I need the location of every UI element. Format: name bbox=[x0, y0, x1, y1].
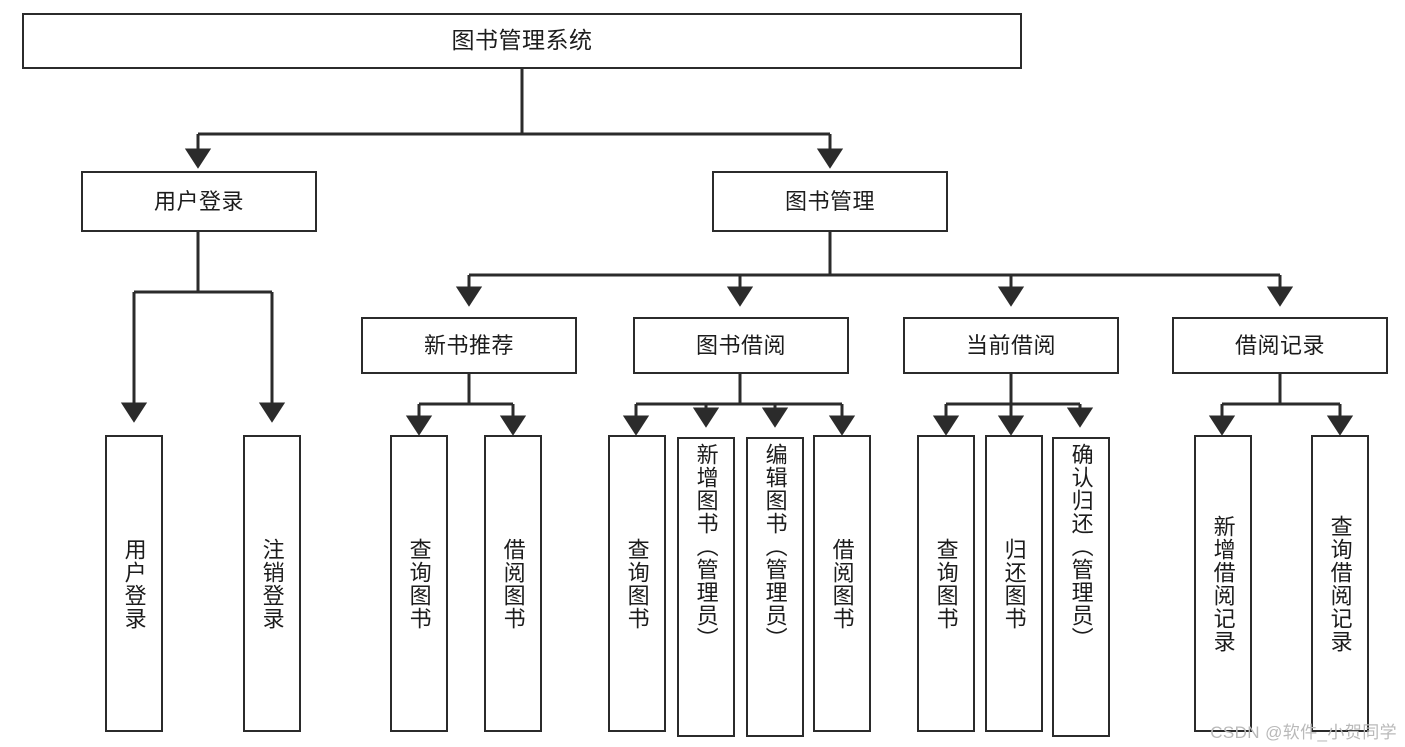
node-borrow-record-label: 借阅记录 bbox=[1234, 332, 1325, 358]
leaf-borrow-query-book-label: 查询图书 bbox=[624, 537, 650, 630]
leaf-user-login-label: 用户登录 bbox=[121, 537, 147, 630]
leaf-recommend-query-book[interactable]: 查询图书 bbox=[390, 435, 448, 732]
leaf-borrow-edit-book-admin-label: 编辑图书（管理员） bbox=[762, 443, 788, 650]
leaf-record-query-label: 查询借阅记录 bbox=[1327, 514, 1353, 653]
node-user-login-label: 用户登录 bbox=[153, 188, 244, 214]
leaf-logout-label: 注销登录 bbox=[259, 537, 285, 630]
node-user-login[interactable]: 用户登录 bbox=[81, 171, 317, 232]
leaf-borrow-edit-book-admin[interactable]: 编辑图书（管理员） bbox=[746, 437, 804, 737]
node-book-borrow[interactable]: 图书借阅 bbox=[633, 317, 849, 374]
node-current-borrow[interactable]: 当前借阅 bbox=[903, 317, 1119, 374]
leaf-current-query-book[interactable]: 查询图书 bbox=[917, 435, 975, 732]
leaf-recommend-borrow-book-label: 借阅图书 bbox=[500, 537, 526, 630]
leaf-borrow-borrow-book[interactable]: 借阅图书 bbox=[813, 435, 871, 732]
leaf-current-confirm-return-admin-label: 确认归还（管理员） bbox=[1068, 443, 1094, 650]
node-new-book-recommend-label: 新书推荐 bbox=[423, 332, 514, 358]
leaf-recommend-query-book-label: 查询图书 bbox=[406, 537, 432, 630]
node-current-borrow-label: 当前借阅 bbox=[965, 332, 1056, 358]
node-root-system[interactable]: 图书管理系统 bbox=[22, 13, 1022, 69]
node-book-borrow-label: 图书借阅 bbox=[695, 332, 786, 358]
leaf-borrow-add-book-admin[interactable]: 新增图书（管理员） bbox=[677, 437, 735, 737]
leaf-borrow-borrow-book-label: 借阅图书 bbox=[829, 537, 855, 630]
node-borrow-record[interactable]: 借阅记录 bbox=[1172, 317, 1388, 374]
leaf-borrow-query-book[interactable]: 查询图书 bbox=[608, 435, 666, 732]
leaf-record-add[interactable]: 新增借阅记录 bbox=[1194, 435, 1252, 732]
leaf-record-query[interactable]: 查询借阅记录 bbox=[1311, 435, 1369, 732]
node-root-system-label: 图书管理系统 bbox=[451, 27, 593, 54]
leaf-record-add-label: 新增借阅记录 bbox=[1210, 514, 1236, 653]
leaf-current-return-book-label: 归还图书 bbox=[1001, 537, 1027, 630]
node-new-book-recommend[interactable]: 新书推荐 bbox=[361, 317, 577, 374]
node-book-management[interactable]: 图书管理 bbox=[712, 171, 948, 232]
node-book-management-label: 图书管理 bbox=[784, 188, 875, 214]
leaf-logout[interactable]: 注销登录 bbox=[243, 435, 301, 732]
leaf-user-login[interactable]: 用户登录 bbox=[105, 435, 163, 732]
leaf-current-return-book[interactable]: 归还图书 bbox=[985, 435, 1043, 732]
leaf-current-query-book-label: 查询图书 bbox=[933, 537, 959, 630]
leaf-borrow-add-book-admin-label: 新增图书（管理员） bbox=[693, 443, 719, 650]
leaf-current-confirm-return-admin[interactable]: 确认归还（管理员） bbox=[1052, 437, 1110, 737]
leaf-recommend-borrow-book[interactable]: 借阅图书 bbox=[484, 435, 542, 732]
watermark-text: CSDN @软件_小贺同学 bbox=[1210, 723, 1397, 742]
